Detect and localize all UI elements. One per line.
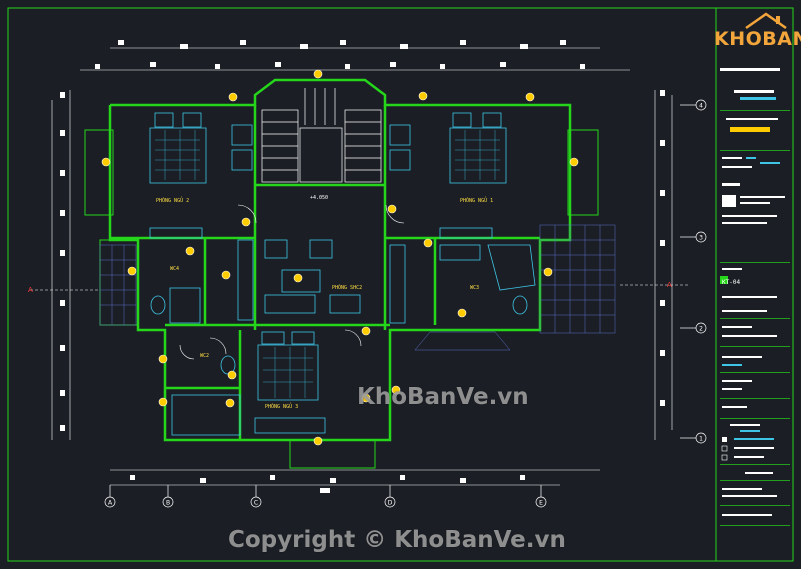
axis-label-A: A bbox=[108, 500, 113, 507]
level-mark: +4.050 bbox=[310, 195, 329, 201]
watermark-center: KhoBanVe.vn bbox=[357, 384, 529, 410]
title-block-content bbox=[720, 68, 790, 526]
axis-label-3: 3 bbox=[699, 235, 703, 242]
title-block-sheet-number: KT-04 bbox=[722, 279, 741, 286]
furniture bbox=[149, 112, 536, 436]
axis-label-1: 1 bbox=[699, 436, 703, 443]
axis-label-B: B bbox=[166, 500, 170, 507]
room-label-bedroom-1: PHÒNG NGỦ 1 bbox=[460, 198, 494, 204]
room-label-wc4: WC4 bbox=[170, 266, 180, 272]
walls-thin bbox=[84, 129, 599, 469]
room-label-family-room: PHÒNG SHC2 bbox=[332, 285, 363, 291]
grid-axis-bubbles bbox=[104, 99, 707, 508]
room-tags bbox=[101, 69, 579, 446]
axis-label-C: C bbox=[254, 500, 258, 507]
room-label-bedroom-2: PHÒNG NGỦ 2 bbox=[156, 198, 190, 204]
logo-text: KHOBANVE bbox=[714, 28, 801, 50]
door-swings bbox=[179, 204, 405, 360]
title-block-frame bbox=[715, 7, 794, 562]
staircase bbox=[261, 88, 382, 183]
watermark-bottom: Copyright © KhoBanVe.vn bbox=[228, 527, 566, 553]
roof-hatch bbox=[99, 224, 616, 351]
room-label-bedroom-3: PHÒNG NGỦ 3 bbox=[265, 404, 299, 410]
logo-text-banve: BANVE bbox=[762, 28, 801, 50]
logo bbox=[706, 10, 794, 56]
house-roof-icon bbox=[745, 12, 787, 30]
section-mark: A bbox=[667, 281, 672, 289]
room-label-wc3: WC3 bbox=[470, 285, 480, 291]
axis-label-2: 2 bbox=[699, 326, 703, 333]
room-label-wc2: WC2 bbox=[200, 353, 210, 359]
axis-label-D: D bbox=[388, 500, 393, 507]
axis-label-E: E bbox=[539, 500, 543, 507]
logo-text-kho: KHO bbox=[714, 28, 763, 50]
section-mark: A bbox=[28, 286, 33, 294]
bed-hatch bbox=[155, 130, 500, 398]
axis-label-4: 4 bbox=[699, 103, 703, 110]
dimension-tags bbox=[60, 40, 665, 493]
dimension-lines bbox=[30, 47, 690, 486]
